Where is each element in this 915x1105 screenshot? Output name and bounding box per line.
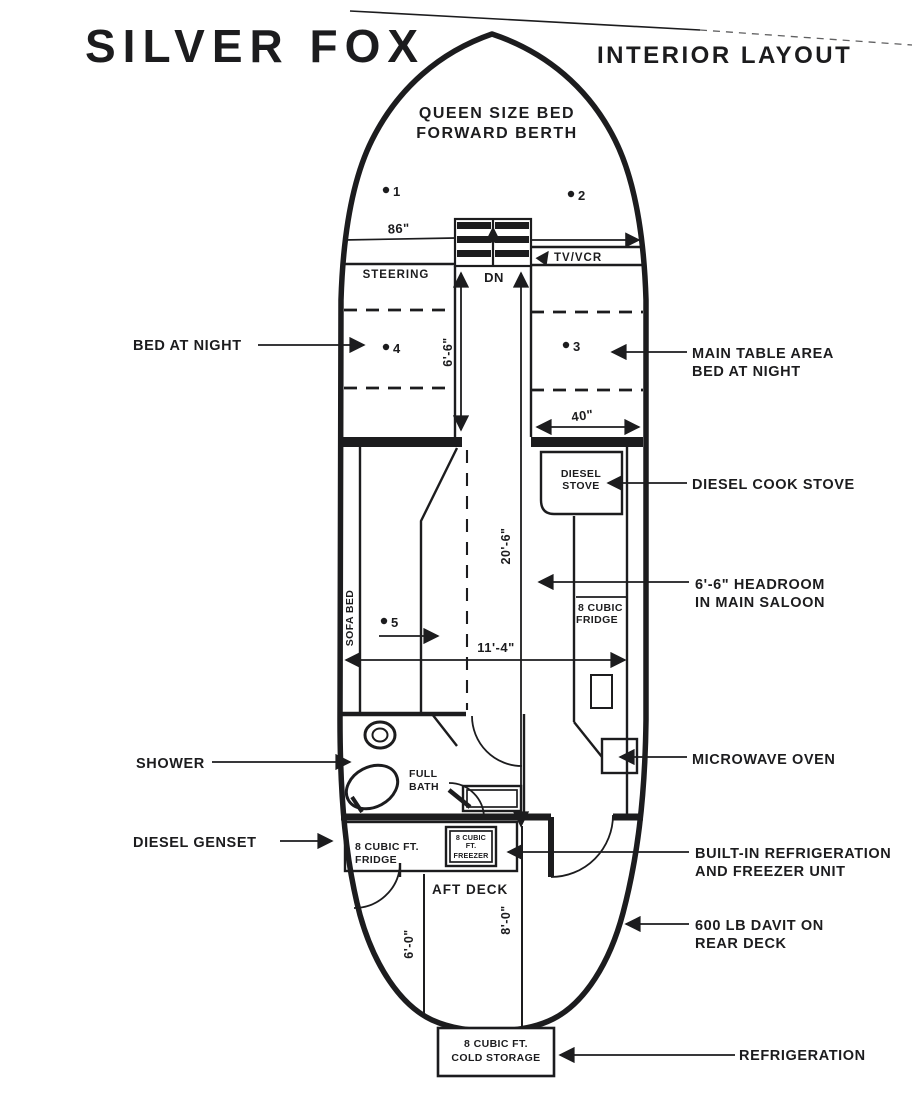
svg-text:BED AT NIGHT: BED AT NIGHT	[133, 338, 242, 354]
point-4-dot	[382, 343, 390, 351]
cold-storage-label2: COLD STORAGE	[451, 1052, 540, 1064]
point-5-label: 5	[391, 615, 398, 630]
toilet-fixture	[363, 720, 397, 750]
callout-microwave-oven: MICROWAVE OVEN	[618, 748, 835, 768]
dim-40: 40"	[570, 407, 594, 425]
point-1-label: 1	[393, 184, 400, 199]
stairs-down-label: DN	[484, 270, 504, 285]
callouts-right: MAIN TABLE AREA BED AT NIGHT DIESEL COOK…	[506, 343, 891, 1064]
callout-bed-at-night: BED AT NIGHT	[133, 336, 366, 354]
berth-starboard: 3 40"	[529, 266, 643, 447]
toilet-bowl	[371, 727, 389, 743]
full-bath-label1: FULL	[409, 768, 438, 780]
svg-text:DIESEL COOK STOVE: DIESEL COOK STOVE	[692, 477, 855, 493]
tv-vcr-label: TV/VCR	[554, 252, 602, 264]
callout-main-table-area: MAIN TABLE AREA BED AT NIGHT	[610, 343, 834, 380]
callout-shower: SHOWER	[136, 753, 352, 772]
page-subtitle: INTERIOR LAYOUT	[597, 42, 852, 69]
steering-label: STEERING	[363, 269, 430, 281]
svg-text:MAIN TABLE AREA: MAIN TABLE AREA	[692, 346, 834, 362]
freezer-box	[444, 825, 498, 868]
svg-text:AND FREEZER UNIT: AND FREEZER UNIT	[695, 864, 846, 880]
point-2-dot	[567, 190, 575, 198]
svg-text:6'-6" HEADROOM: 6'-6" HEADROOM	[695, 577, 825, 593]
dim-86: 86"	[387, 220, 410, 236]
aft-fridge-label1: 8 CUBIC FT.	[355, 841, 419, 853]
full-bath-label2: BATH	[409, 781, 439, 793]
galley-sink	[590, 674, 613, 709]
point-1-dot	[382, 186, 390, 194]
bath-door-arc	[471, 715, 523, 767]
callouts-left: BED AT NIGHT SHOWER DIESEL GENSET	[133, 336, 366, 851]
page-title: SILVER FOX	[85, 20, 425, 72]
dim-6-6: 6'-6"	[441, 337, 455, 366]
svg-text:600 LB DAVIT ON: 600 LB DAVIT ON	[695, 918, 824, 934]
galley-fridge-label1: 8 CUBIC	[578, 602, 623, 614]
deck-door-arc	[353, 865, 401, 909]
aft-deck-label: AFT DECK	[432, 882, 508, 897]
dimension-6-6: 6'-6"	[441, 271, 470, 432]
callout-diesel-cook-stove: DIESEL COOK STOVE	[606, 474, 855, 493]
bathroom: FULL BATH	[342, 711, 526, 819]
diesel-stove-box	[539, 450, 624, 516]
dim-20-6: 20'-6"	[499, 528, 513, 565]
forward-berth-label2: FORWARD BERTH	[416, 125, 577, 142]
diesel-stove-label2: STOVE	[562, 480, 599, 492]
svg-text:REFRIGERATION: REFRIGERATION	[739, 1048, 866, 1064]
svg-text:IN MAIN SALOON: IN MAIN SALOON	[695, 595, 825, 611]
forward-berth-label: QUEEN SIZE BED	[419, 105, 575, 122]
point-3-label: 3	[573, 339, 580, 354]
galley-fridge-label2: FRIDGE	[576, 614, 618, 626]
bath-cabinet	[461, 784, 523, 813]
freezer-label2: FT.	[466, 841, 477, 850]
dimension-20-6: 20'-6"	[499, 271, 530, 828]
point-4-label: 4	[393, 341, 401, 356]
svg-text:MICROWAVE OVEN: MICROWAVE OVEN	[692, 752, 835, 768]
sofa-bed-label: SOFA BED	[344, 590, 356, 647]
cold-storage: 8 CUBIC FT. COLD STORAGE	[436, 1026, 556, 1078]
tv-vcr-arrow	[535, 250, 549, 266]
callout-diesel-genset: DIESEL GENSET	[133, 832, 334, 851]
cold-storage-label1: 8 CUBIC FT.	[464, 1038, 528, 1050]
svg-text:REAR DECK: REAR DECK	[695, 936, 787, 952]
callout-headroom: 6'-6" HEADROOM IN MAIN SALOON	[537, 573, 825, 611]
dim-11-4: 11'-4"	[477, 640, 515, 655]
dim-8-0: 8'-0"	[499, 905, 513, 934]
freezer-label1: 8 CUBIC	[456, 833, 486, 842]
scan-artifact-line	[349, 10, 913, 46]
aft-door-arc	[550, 814, 614, 878]
shower-stall	[344, 763, 400, 811]
svg-text:SHOWER: SHOWER	[136, 756, 205, 772]
forward-berth: QUEEN SIZE BED FORWARD BERTH 1 2 86"	[382, 105, 585, 237]
point-5-dot	[380, 617, 388, 625]
aft-deck: AFT DECK 6'-0" 8'-0"	[353, 826, 523, 1026]
callout-built-in-refrigeration: BUILT-IN REFRIGERATION AND FREEZER UNIT	[506, 843, 891, 880]
cold-storage-box	[436, 1026, 556, 1078]
galley: DIESEL STOVE 8 CUBIC FRIDGE	[539, 447, 639, 814]
saloon-sofa: SOFA BED 5	[344, 447, 459, 712]
svg-text:BED AT NIGHT: BED AT NIGHT	[692, 364, 801, 380]
callout-refrigeration: REFRIGERATION	[558, 1046, 866, 1064]
callout-davit: 600 LB DAVIT ON REAR DECK	[624, 915, 824, 952]
diesel-stove-label1: DIESEL	[561, 468, 602, 480]
svg-text:DIESEL GENSET: DIESEL GENSET	[133, 835, 257, 851]
dim-6-0: 6'-0"	[402, 929, 416, 958]
centerline: 11'-4"	[344, 450, 627, 710]
svg-text:BUILT-IN REFRIGERATION: BUILT-IN REFRIGERATION	[695, 846, 891, 862]
pilothouse-console: TV/VCR STEERING	[342, 232, 643, 281]
point-2-label: 2	[578, 188, 585, 203]
microwave-box	[600, 737, 639, 775]
aft-cabin: 8 CUBIC FT. FRIDGE 8 CUBIC FT. FREEZER	[341, 813, 643, 878]
aft-fridge-label2: FRIDGE	[355, 854, 397, 866]
freezer-label3: FREEZER	[454, 851, 490, 860]
point-3-dot	[562, 341, 570, 349]
companionway-stairs: DN	[453, 217, 533, 285]
